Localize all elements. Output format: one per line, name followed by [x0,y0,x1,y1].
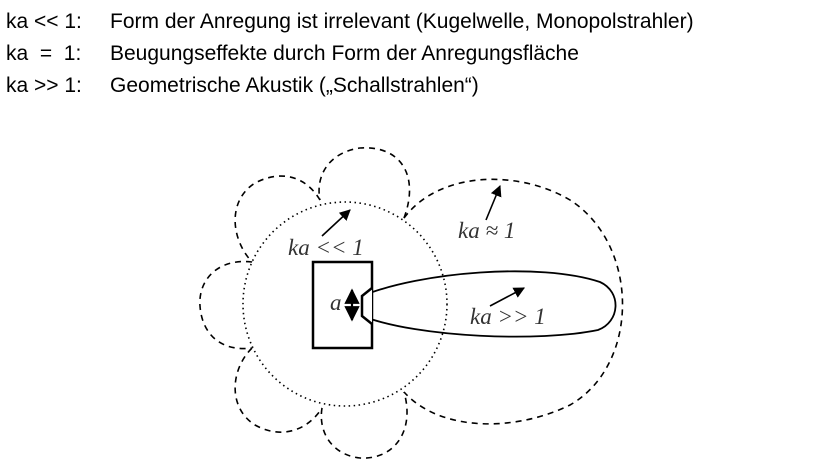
label-large-ka: ka >> 1 [470,304,546,329]
label-pointer-arrow [485,184,502,221]
label-equal-ka: ka ≈ 1 [458,218,515,243]
side-lobe [234,175,321,263]
label-pointer-arrow [489,287,525,307]
regime-line-large: ka >> 1: Geometrische Akustik („Schallstr… [6,70,694,102]
regime-description: Form der Anregung ist irrelevant (Kugelw… [110,10,694,33]
diffraction-pattern [199,147,624,459]
regime-description: Geometrische Akustik („Schallstrahlen“) [110,74,479,97]
side-lobe [199,260,253,350]
label-pointer-arrow [321,209,351,237]
label-aperture: a [330,290,342,315]
side-lobe [234,347,323,433]
regime-condition: ka >> 1: [6,74,82,97]
regime-line-small: ka << 1: Form der Anregung ist irrelevant… [6,6,694,38]
regime-condition: ka << 1: [6,10,82,33]
side-lobe [318,147,411,219]
regime-list: ka << 1: Form der Anregung ist irrelevant… [6,6,694,102]
label-small-ka: ka << 1 [288,235,364,260]
regime-condition: ka = 1: [6,42,82,65]
main-lobe [403,178,624,425]
source-aperture [360,287,373,325]
regime-description: Beugungseffekte durch Form der Anregungs… [110,42,579,65]
omnidirectional-pattern [242,201,448,407]
side-lobe [320,391,408,459]
narrow-beam-pattern [361,270,617,338]
regime-line-equal: ka = 1: Beugungseffekte durch Form der An… [6,38,694,70]
